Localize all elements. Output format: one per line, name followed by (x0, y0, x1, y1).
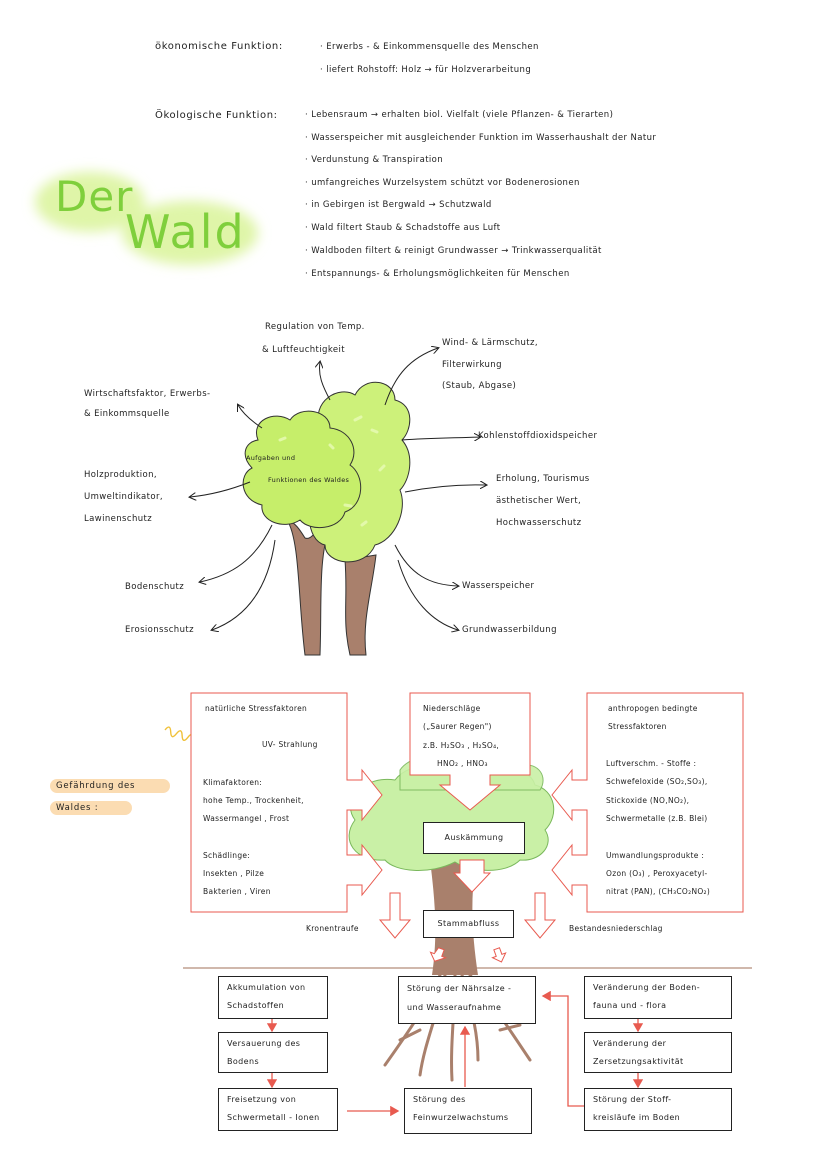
title-wald: Wald (125, 205, 246, 259)
nat-schaed-2: Bakterien , Viren (203, 887, 271, 896)
anthro-luft-1: Luftverschm. - Stoffe : (606, 759, 697, 768)
stoffkreis-line-1: Störung der Stoff- (593, 1095, 672, 1104)
mm-wirtschaft-1: Wirtschaftsfaktor, Erwerbs- (84, 389, 211, 399)
gefaehrdung-label-2: Waldes : (50, 801, 132, 815)
akkumulation-line-2: Schadstoffen (227, 1001, 285, 1010)
feinwurzel-box: Störung des Feinwurzelwachstums (404, 1088, 532, 1134)
nat-klima-1: hohe Temp., Trockenheit, (203, 796, 304, 805)
stoffkreis-box: Störung der Stoff- kreisläufe im Boden (584, 1088, 732, 1131)
mm-wasserspeicher: Wasserspeicher (462, 581, 535, 591)
mm-erosion: Erosionsschutz (125, 625, 194, 635)
nat-klima-2: Wassermangel , Frost (203, 814, 290, 823)
nieder-1: Niederschläge (423, 704, 481, 713)
oekol-item-3: · Verdunstung & Transpiration (305, 155, 444, 165)
mindmap-center-line1: Aufgaben und (246, 454, 296, 462)
mm-wind-3: (Staub, Abgase) (442, 381, 517, 391)
akkumulation-line-1: Akkumulation von (227, 983, 306, 992)
oekol-item-7: · Waldboden filtert & reinigt Grundwasse… (305, 246, 602, 256)
anthro-title-2: Stressfaktoren (608, 722, 667, 731)
oeko-label: ökonomische Funktion: (155, 41, 283, 52)
oeko-item-1: · Erwerbs - & Einkommensquelle des Mensc… (320, 42, 539, 52)
versauerung-line-1: Versauerung des (227, 1039, 301, 1048)
oekol-item-2: · Wasserspeicher mit ausgleichender Funk… (305, 133, 657, 143)
stammabfluss-box: Stammabfluss (423, 910, 514, 938)
oekol-item-6: · Wald filtert Staub & Schadstoffe aus L… (305, 223, 501, 233)
stoffkreis-line-2: kreisläufe im Boden (593, 1113, 681, 1122)
mm-grundwasser: Grundwasserbildung (462, 625, 557, 635)
oekol-label: Ökologische Funktion: (155, 110, 278, 121)
mm-wind-1: Wind- & Lärmschutz, (442, 338, 539, 348)
mm-kohlenstoff: Kohlenstoffdioxidspeicher (478, 431, 598, 441)
stress-boxes (190, 692, 744, 963)
zersetzung-line-2: Zersetzungsaktivität (593, 1057, 684, 1066)
nat-schaed-1: Insekten , Pilze (203, 869, 265, 878)
title-der: Der (55, 172, 134, 221)
mm-erholung-2: ästhetischer Wert, (496, 496, 582, 506)
akkumulation-box: Akkumulation von Schadstoffen (218, 976, 328, 1019)
mindmap-center-line2: Funktionen des Waldes (268, 476, 350, 484)
mm-regulation-1: Regulation von Temp. (265, 322, 365, 332)
mm-holz-1: Holzproduktion, (84, 470, 158, 480)
mm-holz-2: Umweltindikator, (84, 492, 163, 502)
nieder-4: HNO₂ , HNO₃ (437, 759, 488, 768)
zersetzung-line-1: Veränderung der (593, 1039, 667, 1048)
anthro-umw-2: Ozon (O₃) , Peroxyacetyl- (606, 869, 708, 878)
anthro-umw-3: nitrat (PAN), (CH₃CO₂NO₂) (606, 887, 711, 896)
mm-regulation-2: & Luftfeuchtigkeit (262, 345, 345, 355)
anthro-luft-4: Schwermetalle (z.B. Blei) (606, 814, 708, 823)
anthro-umw-1: Umwandlungsprodukte : (606, 851, 705, 860)
anthro-luft-3: Stickoxide (NO,NO₂), (606, 796, 690, 805)
oekol-item-5: · in Gebirgen ist Bergwald → Schutzwald (305, 200, 492, 210)
anthro-title-1: anthropogen bedingte (608, 704, 698, 713)
mindmap-arrows (190, 348, 486, 630)
versauerung-box: Versauerung des Bodens (218, 1032, 328, 1073)
mm-bodenschutz: Bodenschutz (125, 582, 185, 592)
nieder-3: z.B. H₂SO₃ , H₂SO₄, (423, 741, 500, 750)
anthro-luft-2: Schwefeloxide (SO₂,SO₃), (606, 777, 708, 786)
mm-wirtschaft-2: & Einkommsquelle (84, 409, 170, 419)
nieder-2: („Saurer Regen") (423, 722, 492, 731)
bestand-label: Bestandesniederschlag (569, 924, 663, 933)
mm-erholung-1: Erholung, Tourismus (496, 474, 590, 484)
oekol-item-1: · Lebensraum → erhalten biol. Vielfalt (… (305, 110, 614, 120)
freisetzung-box: Freisetzung von Schwermetall - Ionen (218, 1088, 338, 1131)
naehrsalze-line-2: und Wasseraufnahme (407, 1003, 502, 1012)
bodenfauna-box: Veränderung der Boden- fauna und - flora (584, 976, 732, 1019)
nat-uv: UV- Strahlung (262, 740, 318, 749)
tree-illustration (242, 381, 411, 656)
bodenfauna-line-2: fauna und - flora (593, 1001, 667, 1010)
mm-holz-3: Lawinenschutz (84, 514, 153, 524)
gefaehrdung-label-1: Gefährdung des (50, 779, 170, 793)
nat-klima-title: Klimafaktoren: (203, 778, 263, 787)
feinwurzel-line-1: Störung des (413, 1095, 466, 1104)
nat-title: natürliche Stressfaktoren (205, 704, 308, 713)
freisetzung-line-1: Freisetzung von (227, 1095, 297, 1104)
versauerung-line-2: Bodens (227, 1057, 260, 1066)
zersetzung-box: Veränderung der Zersetzungsaktivität (584, 1032, 732, 1073)
title-glow (35, 172, 258, 265)
kronentraufe-label: Kronentraufe (306, 924, 359, 933)
nat-schaed-title: Schädlinge: (203, 851, 251, 860)
bodenfauna-line-1: Veränderung der Boden- (593, 983, 701, 992)
oeko-item-2: · liefert Rohstoff: Holz → für Holzverar… (320, 65, 532, 75)
naehrsalze-box: Störung der Nährsalze - und Wasseraufnah… (398, 976, 536, 1024)
oekol-item-8: · Entspannungs- & Erholungsmöglichkeiten… (305, 269, 570, 279)
naehrsalze-line-1: Störung der Nährsalze - (407, 984, 512, 993)
oekol-item-4: · umfangreiches Wurzelsystem schützt vor… (305, 178, 580, 188)
mm-erholung-3: Hochwasserschutz (496, 518, 582, 528)
auskaemmung-box: Auskämmung (423, 822, 525, 854)
freisetzung-line-2: Schwermetall - Ionen (227, 1113, 320, 1122)
feinwurzel-line-2: Feinwurzelwachstums (413, 1113, 509, 1122)
damage-arrows (266, 990, 644, 1117)
mm-wind-2: Filterwirkung (442, 360, 502, 370)
